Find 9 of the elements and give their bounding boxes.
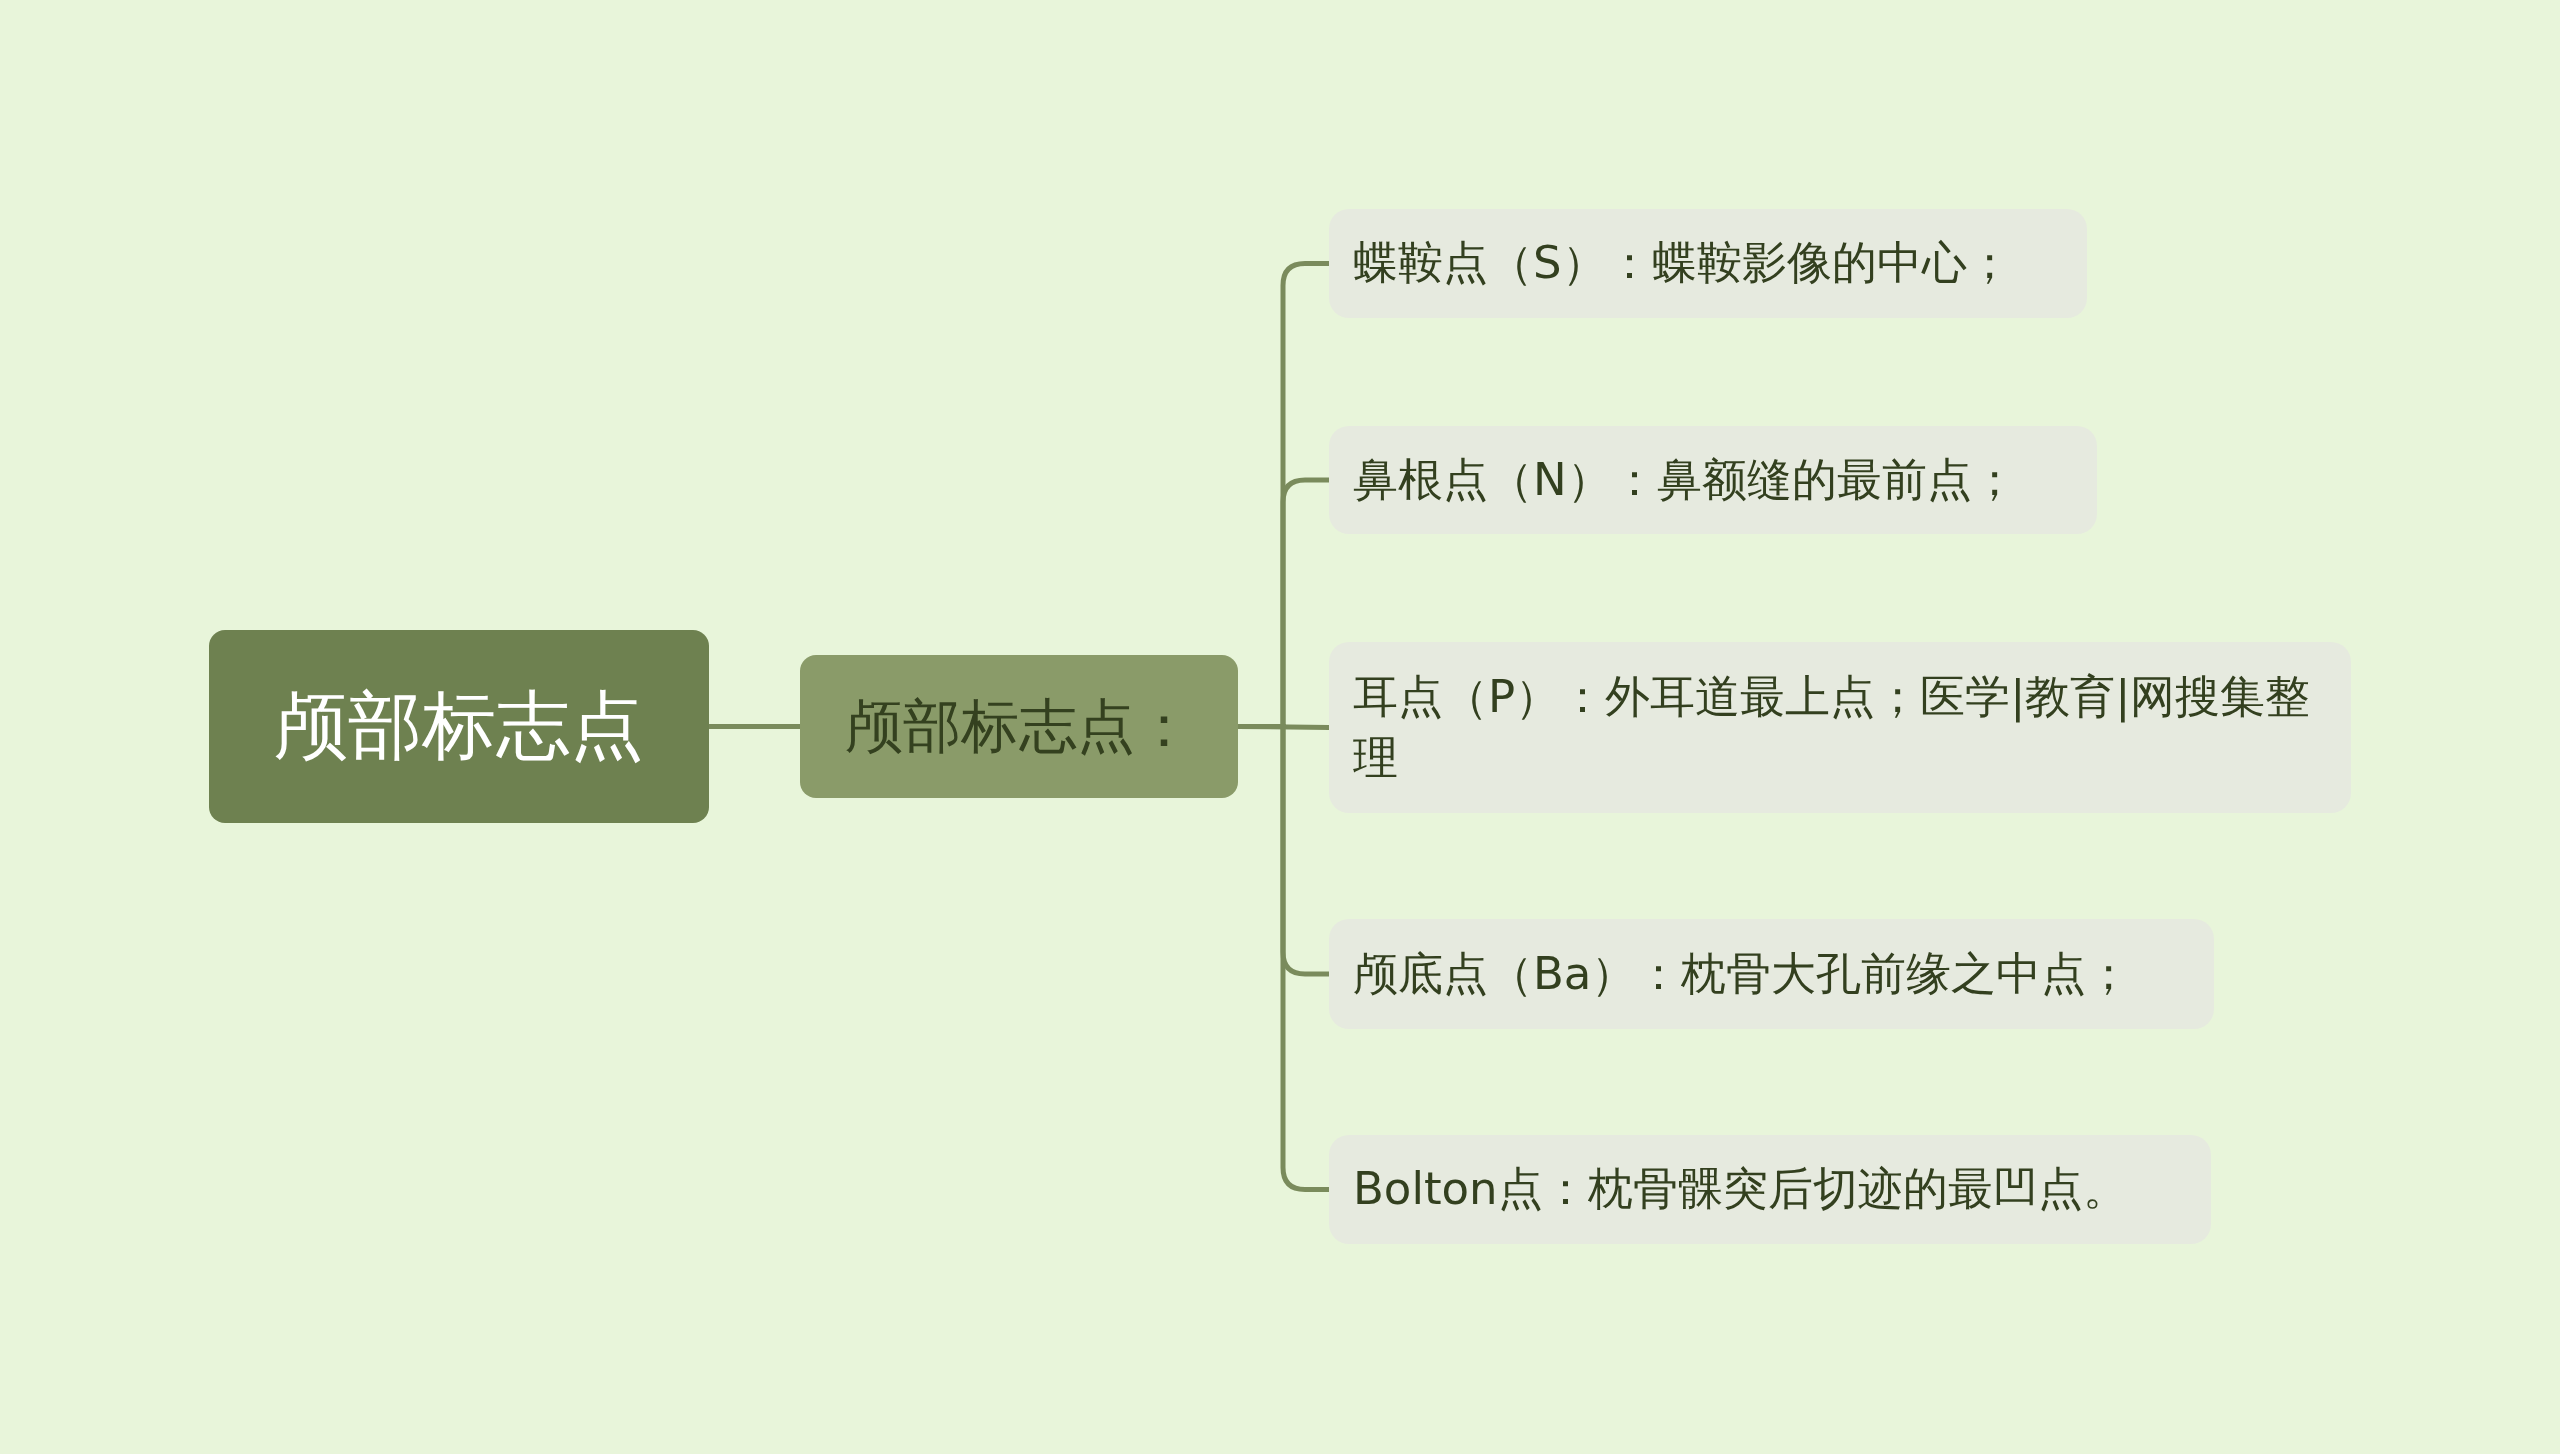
root-topic-box: 颅部标志点 bbox=[209, 630, 709, 823]
subtopic-box: 颅底点（Ba）：枕骨大孔前缘之中点； bbox=[1329, 919, 2214, 1029]
topic-box: 颅部标志点： bbox=[800, 655, 1238, 798]
subtopic-box: Bolton点：枕骨髁突后切迹的最凹点。 bbox=[1329, 1135, 2211, 1244]
subtopic-box: 耳点（P）：外耳道最上点；医学|教育|网搜集整理 bbox=[1329, 642, 2351, 813]
subtopic-box: 鼻根点（N）：鼻额缝的最前点； bbox=[1329, 426, 2097, 534]
connector-line bbox=[709, 724, 800, 729]
subtopic-box: 蝶鞍点（S）：蝶鞍影像的中心； bbox=[1329, 209, 2087, 318]
connector-line bbox=[1238, 724, 1329, 1192]
